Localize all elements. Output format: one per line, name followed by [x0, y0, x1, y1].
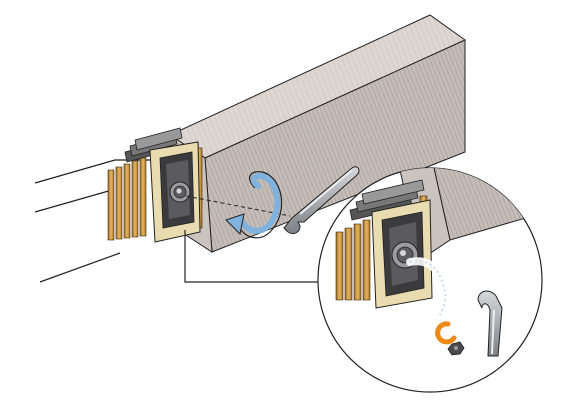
allen-key-icon	[283, 166, 360, 235]
detail-leader-line	[184, 230, 324, 283]
snap-ring-icon	[435, 321, 457, 345]
joint-bolt	[169, 181, 191, 203]
insulator-plates	[124, 127, 183, 163]
detail-insulator-plates	[349, 179, 425, 221]
bolt-axis-dashed	[185, 195, 291, 217]
hex-nut-icon	[447, 341, 465, 356]
circular-rotation-arrow-icon	[225, 171, 283, 239]
joint-pack	[107, 127, 291, 243]
detail-allen-key	[477, 290, 503, 357]
